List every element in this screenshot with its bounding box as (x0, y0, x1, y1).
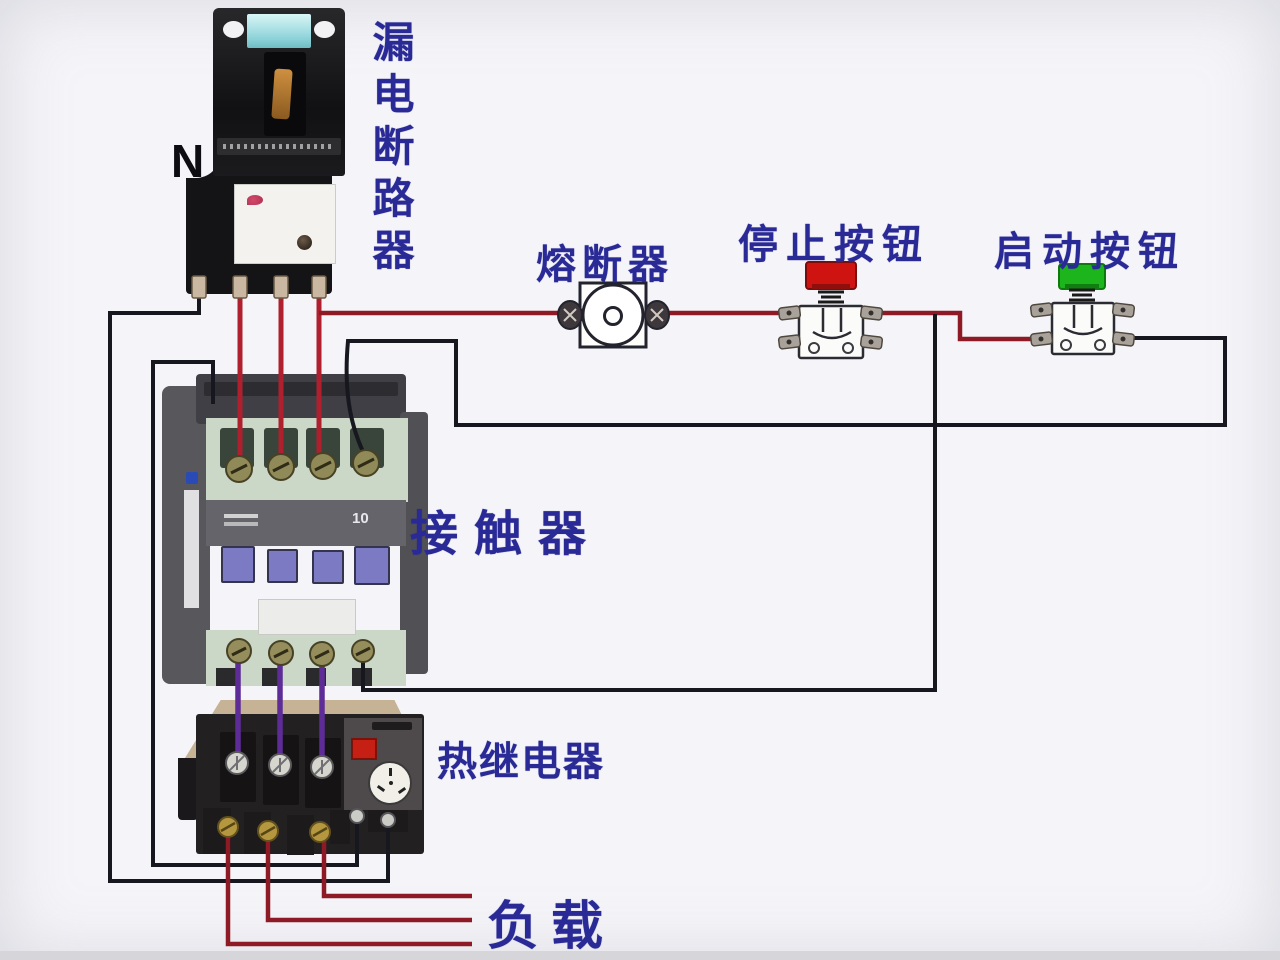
relay-bottom-tooth (330, 810, 350, 844)
load-label: 负载 (487, 898, 616, 956)
contactor-name-plate (258, 599, 356, 635)
relay-aux-screws (349, 808, 396, 828)
fuse-label: 熔断器 (536, 243, 674, 287)
terminal-notch (216, 668, 236, 686)
stop-button-symbol (777, 261, 884, 360)
contactor-rating-text: 10 (352, 510, 369, 527)
relay-reset-button (351, 738, 377, 760)
breaker-info-panel (234, 184, 336, 264)
contactor-bottom-screws (226, 638, 375, 667)
wire-stop-to-start (862, 310, 1038, 342)
contactor-brand-mark (186, 472, 198, 484)
breaker-label: 漏电断路器 (367, 20, 414, 280)
relay-top-screws (225, 751, 334, 779)
wire-load-1 (225, 834, 472, 947)
thermal-relay-label: 热继电器 (437, 740, 605, 784)
relay-left-foot (178, 758, 198, 820)
wire-coil-return (151, 360, 359, 867)
contactor-test-button (354, 546, 390, 585)
contactor-test-button (221, 546, 255, 583)
breaker-toggle-window (264, 52, 306, 136)
wire-start-to-contactor-aux (344, 336, 1227, 459)
contactor-test-button (312, 550, 344, 584)
fuse-symbol (557, 281, 670, 349)
relay-adjust-dial (368, 761, 412, 805)
breaker-logo-mark (247, 195, 263, 205)
start-button-symbol (1029, 263, 1136, 356)
breaker-mount-hole-icon (314, 21, 335, 38)
contactor-label: 接触器 (410, 508, 603, 561)
wire-neutral (108, 294, 390, 883)
relay-vent-slot (372, 722, 412, 730)
start-button-spring (1069, 288, 1095, 302)
stop-button-body (797, 304, 865, 360)
start-button-label: 启动按钮 (994, 230, 1186, 274)
breaker-mount-hole-icon (223, 21, 244, 38)
stop-button-spring (818, 290, 844, 309)
relay-bottom-screws (217, 816, 331, 843)
circuit-breaker-upper-body (213, 8, 345, 176)
wire-junction-to-contactor-aux (361, 314, 937, 692)
neutral-marker: N (171, 135, 205, 187)
terminal-notch (262, 668, 282, 686)
breaker-rating-sticker (247, 14, 311, 48)
contactor-top-screws (225, 449, 380, 483)
contactor-test-button (267, 549, 298, 583)
breaker-model-band (217, 138, 341, 155)
contactor-mid-band: 10 (206, 500, 406, 546)
wire-load-2 (265, 838, 472, 923)
image-footer-strip (0, 951, 1280, 960)
wire-load-3 (321, 840, 472, 899)
start-button-body (1050, 301, 1116, 356)
breaker-terminals (191, 275, 327, 299)
breaker-test-button (297, 235, 312, 250)
contactor-side-label (184, 490, 199, 608)
stop-button-label: 停止按钮 (738, 223, 930, 267)
contactor-left-rail (162, 386, 210, 684)
contactor-print-marks (224, 514, 258, 518)
